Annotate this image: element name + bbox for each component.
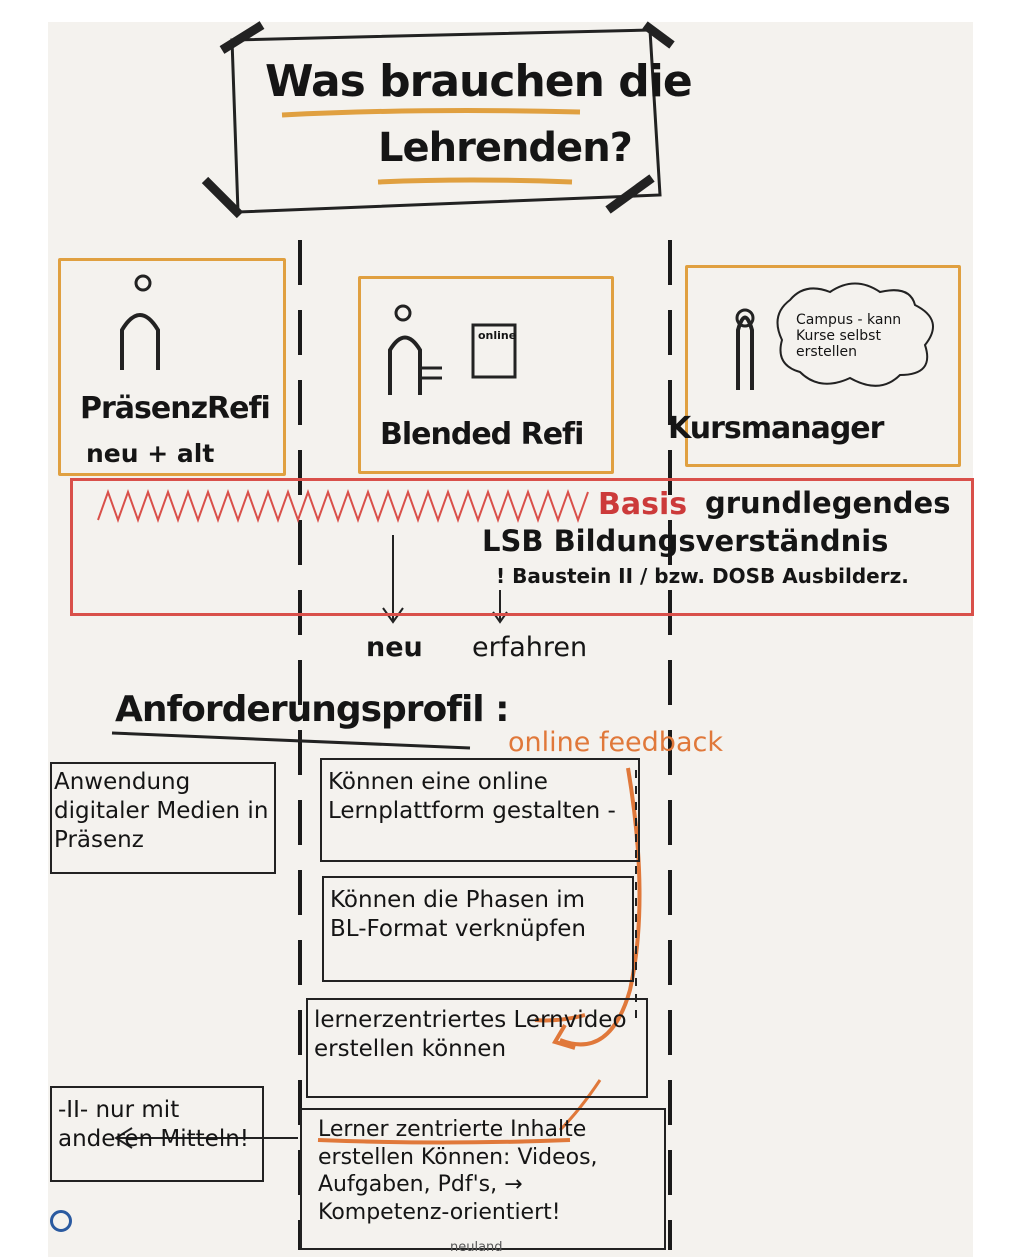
screen-icon [471,323,517,379]
figure-body-2 [388,335,422,395]
basis-box [70,478,974,616]
figure-head-2 [394,304,412,322]
role-sub-praesenz: neu + alt [86,439,215,468]
figure-body-1 [120,313,160,370]
role-box-kursmanager [685,265,961,467]
branch-erfahren: erfahren [472,632,588,663]
title-underline-2 [377,177,573,185]
basis-line-2: LSB Bildungsverständnis [482,524,889,558]
title-frame [230,28,662,214]
requirement-left-2: -II- nur mit anderen Mitteln! [58,1097,250,1152]
role-name-kursmanager: Kursmanager [668,411,884,446]
role-name-blended: Blended Refi [380,417,584,452]
basis-line-1: grundlegendes [705,486,951,520]
basis-line-3: ! Baustein II / bzw. DOSB Ausbilderz. [496,564,909,588]
role-box-blended [358,276,614,474]
tape-topright [642,21,675,49]
flipchart-paper [48,22,973,1257]
basis-label: Basis [598,487,688,522]
title-line-2: Lehrenden? [378,125,633,171]
brand-label: neuland [450,1240,503,1255]
basis-zigzag [97,489,589,523]
requirement-box-4 [300,1108,666,1250]
figure-body-3 [736,315,754,390]
requirement-3: lernerzentriertes Lernvideo erstellen kö… [314,1007,627,1062]
requirement-2: Können die Phasen im BL-Format verknüpfe… [330,887,586,942]
profile-heading: Anforderungsprofil : [115,689,510,730]
cloud-outline [776,282,934,387]
requirement-1: Können eine online Lernplattform gestalt… [328,769,616,824]
figure-head-1 [134,274,152,292]
role-box-praesenz [58,258,286,476]
requirement-box-1 [320,758,640,862]
requirement-box-left-2 [50,1086,264,1182]
screen-tag-online: online [478,329,517,342]
tape-bottomleft [201,176,244,219]
requirement-box-3 [306,998,648,1098]
tape-topleft [219,21,265,54]
branch-neu: neu [366,632,423,663]
tape-bottomright [605,174,655,214]
requirement-left-1: Anwendung digitaler Medien in Präsenz [54,769,269,853]
requirement-box-left-1 [50,762,276,874]
title-underline-1 [281,108,581,118]
title-line-1: Was brauchen die [265,56,693,107]
requirement-4: Lerner zentrierte Inhalte erstellen Könn… [318,1117,598,1225]
cloud-text: Campus - kann Kurse selbst erstellen [796,312,902,361]
requirement-box-2 [322,876,634,982]
role-name-praesenz: PräsenzRefi [80,391,271,426]
corner-logo-icon [50,1210,72,1232]
feedback-label: online feedback [508,727,723,758]
